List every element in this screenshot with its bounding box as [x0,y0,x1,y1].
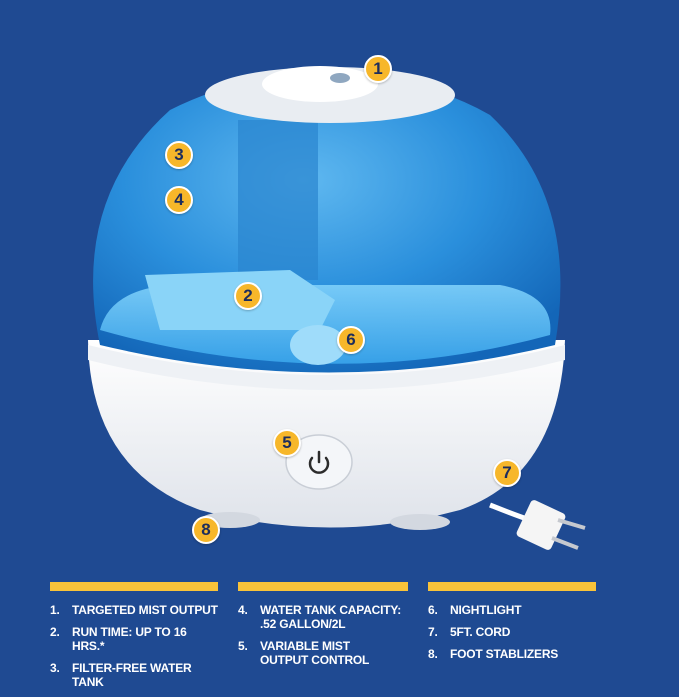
humidifier-illustration [88,66,586,550]
legend-item: 2.RUN TIME: UP TO 16 HRS.* [50,625,187,653]
legend-item: 6.NIGHTLIGHT [428,603,522,617]
legend-item: 4.WATER TANK CAPACITY: .52 GALLON/2L [238,603,402,631]
legend-item: 8.FOOT STABLIZERS [428,647,559,661]
legend-item: 3.FILTER-FREE WATER TANK [50,661,192,689]
callout-badge-1: 1 [364,55,392,83]
callout-badge-6: 6 [337,326,365,354]
legend-item: 7.5FT. CORD [428,625,511,639]
legend-column-3: 6.NIGHTLIGHT 7.5FT. CORD 8.FOOT STABLIZE… [428,582,596,669]
callout-badge-5: 5 [273,429,301,457]
legend-column-2: 4.WATER TANK CAPACITY: .52 GALLON/2L 5.V… [238,582,408,675]
legend-column-1: 1.TARGETED MIST OUTPUT 2.RUN TIME: UP TO… [50,582,218,697]
callout-badge-3: 3 [165,141,193,169]
legend-item: 1.TARGETED MIST OUTPUT [50,603,218,617]
callout-badge-8: 8 [192,516,220,544]
callout-badge-7: 7 [493,459,521,487]
accent-bar [238,582,408,591]
accent-bar [428,582,596,591]
product-infographic: 1 2 3 4 5 6 7 8 1.TARGETED MIST OUTPUT 2… [50,55,596,689]
legend-item: 5.VARIABLE MIST OUTPUT CONTROL [238,639,370,667]
power-icon [308,450,330,474]
callout-badge-4: 4 [165,186,193,214]
callout-badge-2: 2 [234,282,262,310]
accent-bar [50,582,218,591]
